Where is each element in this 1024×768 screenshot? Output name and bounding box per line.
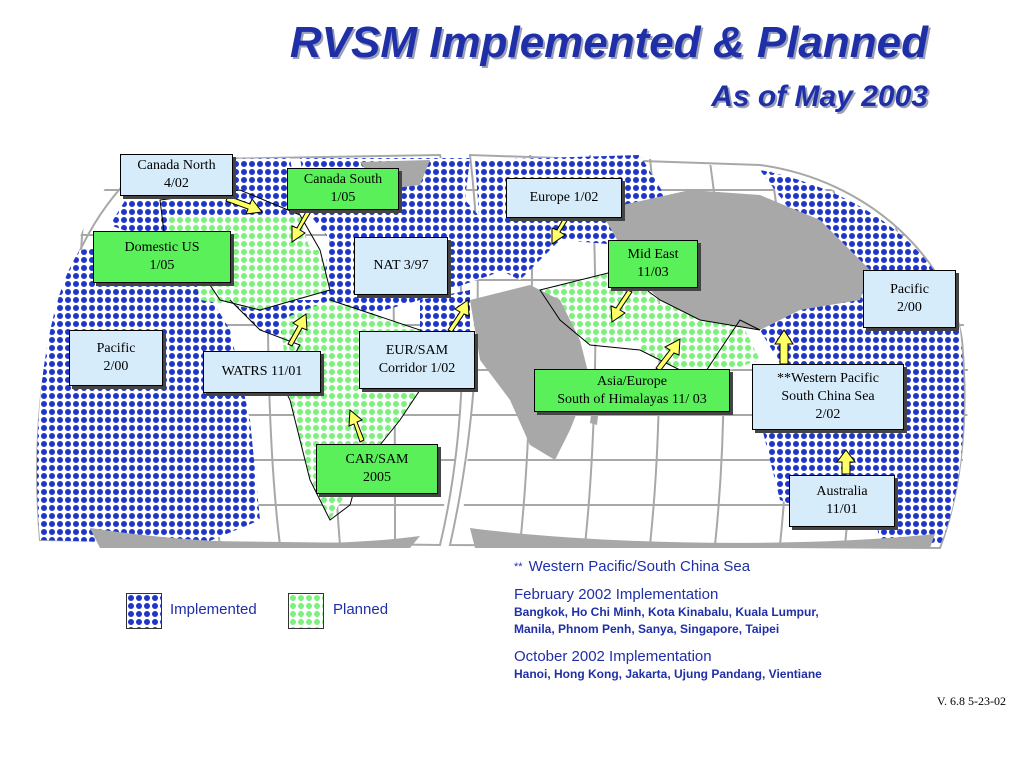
version-label: V. 6.8 5-23-02 <box>936 694 1006 708</box>
page-subtitle: As of May 2003 <box>711 80 928 113</box>
land-gray <box>90 160 935 548</box>
label-eur-sam: EUR/SAM Corridor 1/02 <box>359 331 475 389</box>
legend-planned-label: Planned <box>333 601 389 618</box>
notes-section-feb-cities: Bangkok, Ho Chi Minh, Kota Kinabalu, Kua… <box>514 605 819 636</box>
area-pacific-east <box>36 240 261 545</box>
arrow-asia-europe <box>655 338 681 372</box>
label-canada-south: Canada South 1/05 <box>287 168 399 210</box>
legend-planned-swatch <box>288 593 324 629</box>
label-nat: NAT 3/97 <box>354 237 448 295</box>
label-asia-europe: Asia/Europe South of Himalayas 11/ 03 <box>534 369 730 412</box>
land-antarctica-west <box>90 528 420 548</box>
arrow-australia <box>836 449 856 475</box>
arrow-car-sam <box>348 408 365 443</box>
notes-section-feb-title: February 2002 Implementation <box>514 586 719 603</box>
label-watrs: WATRS 11/01 <box>203 351 321 393</box>
legend-implemented-swatch <box>126 593 162 629</box>
arrow-canada-south <box>291 207 313 243</box>
land-africa <box>470 285 590 460</box>
western-pacific-notes: ** Western Pacific/South China Sea Februa… <box>514 558 914 683</box>
label-canada-north: Canada North 4/02 <box>120 154 233 196</box>
label-pacific-east: Pacific 2/00 <box>69 330 163 386</box>
arrow-mid-east <box>610 289 633 323</box>
page-title: RVSM Implemented & Planned <box>289 18 928 67</box>
label-pacific-west: Pacific 2/00 <box>863 270 956 328</box>
legend-implemented-label: Implemented <box>170 601 257 618</box>
arrow-eur-sam <box>447 299 470 333</box>
notes-heading-text: Western Pacific/South China Sea <box>528 558 751 575</box>
label-car-sam: CAR/SAM 2005 <box>316 444 438 494</box>
notes-heading: ** Western Pacific/South China Sea <box>514 558 914 576</box>
arrows <box>225 195 856 475</box>
notes-star: ** <box>514 561 523 573</box>
arrow-western-pacific <box>774 329 794 365</box>
land-antarctica-east <box>470 528 935 548</box>
land-asia <box>600 190 870 330</box>
area-pacific-west <box>760 170 964 545</box>
arrow-canada-north <box>225 195 263 215</box>
label-domestic-us: Domestic US 1/05 <box>93 231 231 283</box>
label-mid-east: Mid East 11/03 <box>608 240 698 288</box>
label-europe: Europe 1/02 <box>506 178 622 218</box>
notes-section-oct-cities: Hanoi, Hong Kong, Jakarta, Ujung Pandang… <box>514 667 822 681</box>
label-western-pacific: **Western Pacific South China Sea 2/02 <box>752 364 904 430</box>
arrow-watrs <box>287 313 308 347</box>
notes-section-oct-title: October 2002 Implementation <box>514 648 712 665</box>
label-australia: Australia 11/01 <box>789 475 895 527</box>
